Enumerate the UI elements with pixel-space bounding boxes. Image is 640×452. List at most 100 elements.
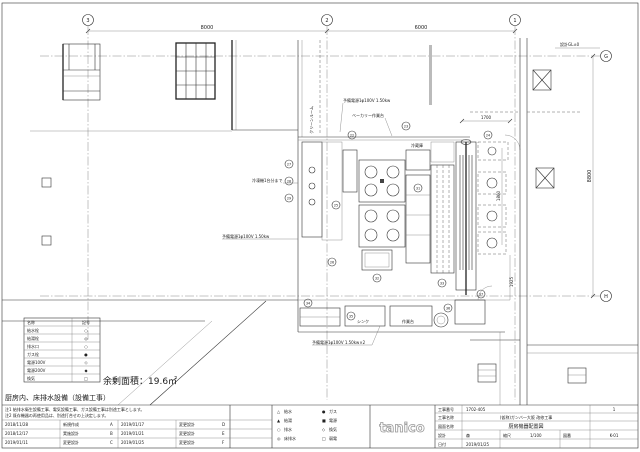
top-dimension: 8000 6000 [85, 25, 518, 34]
equipment-tag: 23 [401, 121, 411, 131]
revision-desc: 変更設計 [179, 421, 195, 427]
sheet-number: 1 [613, 407, 616, 412]
column [41, 235, 52, 246]
work-table-outline [405, 174, 431, 264]
burner [364, 165, 378, 179]
tag-label: 26 [330, 261, 334, 265]
legend-symbol: ○ [277, 427, 281, 432]
revision-desc: 変更設計 [179, 439, 195, 445]
burner [386, 228, 400, 242]
equipment-tag: 26 [327, 257, 337, 267]
kitchen-dimensions: 1700 1860 1925 8800 [459, 53, 596, 300]
grid-bubble-g: G [600, 50, 612, 62]
leader-line [339, 102, 344, 133]
tag-label: 29 [287, 197, 291, 201]
drawing-name: 厨房機器配置図 [508, 423, 543, 430]
project-no: 1702-405 [466, 407, 486, 412]
revision-mark: A [110, 422, 113, 427]
work-table-bottom [389, 305, 433, 327]
tag-label: 23 [404, 125, 408, 129]
grid-bubble-circle [509, 14, 521, 26]
tag-label: 28 [287, 180, 291, 184]
tag-label: 31 [416, 187, 420, 191]
dimension-1925: 1925 [509, 276, 514, 287]
outlet-symbol [308, 198, 316, 206]
designer-label: 設計 [438, 432, 446, 438]
stair-block [62, 43, 101, 101]
power-left-label: 予備電源1φ100V 1.50kw [222, 233, 270, 239]
revision-date: 2018/11/28 [5, 422, 29, 427]
legend-symbol: ◇ [322, 427, 326, 432]
freezer-note-label: 冷凍機1台分まで [252, 177, 283, 183]
legend-label: 電源 [329, 417, 337, 423]
burner [364, 209, 378, 223]
power-bottom-label: 予備電源1φ100V 1.50kw×2 [312, 339, 366, 345]
tag-circle [284, 159, 294, 169]
floor-drain-label: 厨房内、床排水設備（設備工事） [5, 393, 110, 402]
tag-circle [284, 176, 294, 186]
range-bottom [358, 204, 406, 248]
legend-row-name: 排水口 [27, 343, 39, 349]
tag-label: 33 [440, 282, 444, 286]
tag-circle [372, 273, 382, 283]
column-box [532, 69, 552, 91]
revision-row: 2018/12/17 実施設計 B 2019/01/21 変更設計 E [5, 430, 225, 436]
stair-outline [62, 43, 101, 101]
left-building-walls [2, 40, 321, 406]
drawing-label: 図面名称 [438, 423, 454, 429]
equipment-tag: 32 [372, 273, 382, 283]
dimension-tick [590, 53, 596, 59]
legend-header-name: 名称 [27, 319, 35, 325]
dimension-1860: 1860 [496, 190, 501, 201]
cleanroom-label: クリーンルーム [308, 106, 314, 134]
dimension-6000: 6000 [415, 25, 428, 31]
tag-label: 24 [486, 134, 490, 138]
revision-desc: 変更設計 [63, 439, 79, 445]
note-1: 注1 給排水衛生設備工事、電気設備工事、ガス設備工事は別途工事とします。 [5, 406, 144, 412]
grid-lines [40, 26, 600, 400]
work-table [405, 174, 431, 264]
legend-row-name: 給水栓 [27, 327, 39, 333]
legend-symbol: ● [322, 409, 326, 414]
tag-label: 35 [349, 315, 353, 319]
equipment-tag: 35 [346, 311, 356, 321]
dimension-1700: 1700 [481, 115, 492, 120]
equipment-tag: 22 [347, 130, 357, 140]
sink-label: シンク [357, 318, 369, 324]
burner [386, 165, 400, 179]
revision-desc: 変更設計 [179, 430, 195, 436]
box-outline [567, 367, 587, 384]
tag-circle [331, 200, 341, 210]
revision-mark: F [222, 440, 225, 445]
bottom-row-equipment [299, 299, 486, 328]
revision-date: 2019/01/17 [121, 422, 145, 427]
legend-label: 換気 [329, 426, 337, 432]
grid-bubble-label: 2 [325, 18, 328, 24]
title-block: 注1 給排水衛生設備工事、電気設備工事、ガス設備工事は別途工事とします。 注2 … [2, 404, 638, 448]
small-box [567, 367, 587, 384]
power-top-label: 予備電源1φ100V 1.50kw [343, 97, 391, 103]
legend-row-symbol: ◇ [84, 360, 88, 365]
legend-label: ガス [329, 408, 337, 414]
right-equipment-column [477, 141, 509, 255]
legend-symbol: ◎ [277, 436, 281, 441]
round-table-inner [436, 315, 446, 325]
legend-header-symbol: 記号 [82, 319, 90, 325]
tall-equipment [455, 139, 477, 295]
sink [361, 249, 393, 271]
range-outline [358, 159, 406, 203]
equipment-tag: 24 [483, 130, 493, 140]
dimension-8800: 8800 [587, 170, 593, 183]
rack-unit [430, 164, 455, 274]
project-no-label: 工事番号 [438, 406, 454, 412]
column-box [535, 167, 555, 189]
equipment-tag: 36 [443, 303, 453, 313]
equipment-circle [486, 210, 498, 222]
grid-bubble-label: 3 [86, 18, 89, 24]
equipment-tag: 37 [476, 289, 486, 299]
tag-label: 22 [350, 134, 354, 138]
column-x-upper [532, 69, 552, 91]
reference-level-label: 設計GL±0 [560, 41, 580, 47]
